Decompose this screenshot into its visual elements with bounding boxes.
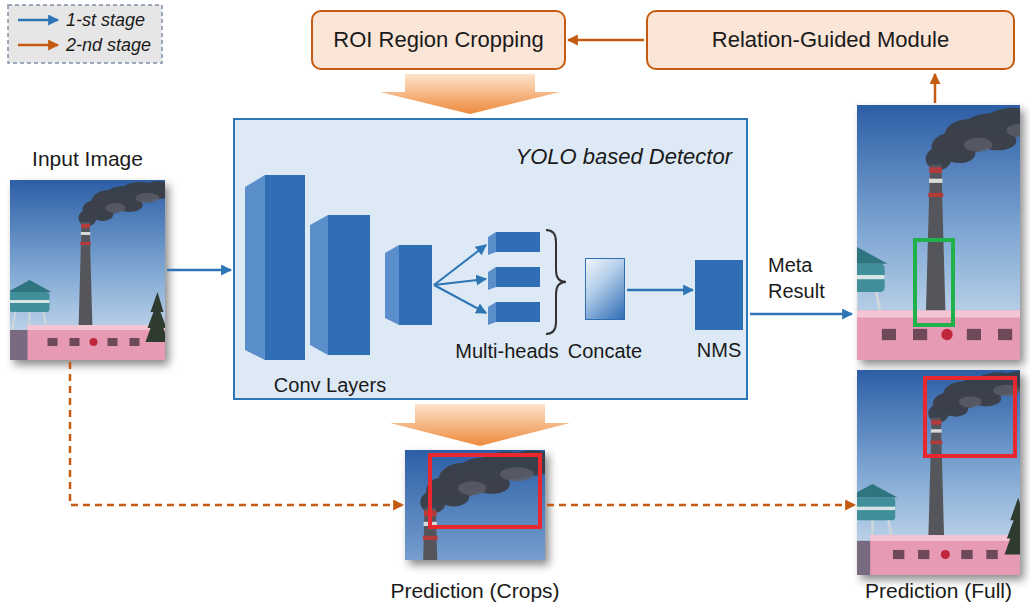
meta-box [915, 240, 953, 325]
head-block-side [488, 267, 496, 290]
layer-label: Multi-heads [455, 338, 558, 364]
conv-block-side [245, 175, 265, 360]
nms-block: NMS [695, 260, 743, 330]
photo-caption: Prediction (Full) [865, 578, 1012, 603]
head-block [496, 302, 540, 322]
flow-arrow [167, 269, 231, 272]
conv-block [399, 245, 432, 325]
layer-label: Conv Layers [274, 372, 386, 398]
panel-title: YOLO based Detector [235, 144, 746, 170]
photo-frame: Prediction (Full) [857, 370, 1020, 575]
prediction-box [430, 455, 540, 527]
block-label: NMS [697, 338, 741, 362]
conv-block [328, 215, 370, 355]
photo-frame: Prediction (Crops) [405, 450, 545, 560]
meta-photo [825, 105, 1030, 360]
box-label: Relation-Guided Module [712, 27, 949, 53]
head-arrow [434, 285, 486, 313]
process-box: Relation-Guided Module [646, 10, 1015, 70]
full-photo [847, 370, 1030, 575]
block-label: Concate [568, 339, 643, 363]
legend-label: 2-nd stage [66, 35, 151, 55]
input-photo [8, 180, 176, 360]
head-block [496, 232, 540, 252]
concat-block: Concate [585, 258, 625, 320]
legend-label: 1-st stage [66, 10, 145, 30]
feedback-arrow [934, 74, 937, 103]
conv-layers [245, 175, 432, 360]
process-box: ROI Region Cropping [311, 10, 566, 70]
box-label: ROI Region Cropping [333, 27, 543, 53]
photo-caption: Input Image [32, 146, 143, 171]
flow-arrow [70, 362, 403, 505]
meta-arrow [750, 313, 852, 316]
legend-box [8, 5, 162, 63]
legend-arrow [18, 44, 58, 47]
photo-caption: Prediction (Crops) [390, 578, 559, 603]
detector-fill [233, 118, 748, 400]
conv-block [265, 175, 305, 360]
multi-heads [488, 232, 540, 325]
prediction-box [925, 378, 1015, 456]
head-arrow [434, 245, 486, 285]
head-block-side [488, 232, 496, 255]
brace [546, 230, 566, 334]
head-block [496, 267, 540, 287]
head-arrow [434, 279, 486, 285]
legend-arrow [18, 19, 58, 22]
flow-arrow [627, 289, 693, 292]
arrow-label: Meta Result [768, 252, 848, 304]
flow-arrow [547, 504, 855, 507]
head-block-side [488, 302, 496, 325]
conv-block-side [385, 245, 399, 325]
flow-arrow [568, 39, 644, 42]
conv-block-side [310, 215, 328, 355]
block-arrow [380, 74, 560, 114]
photo-frame: Input Image [10, 180, 165, 360]
block-arrow [390, 404, 570, 446]
